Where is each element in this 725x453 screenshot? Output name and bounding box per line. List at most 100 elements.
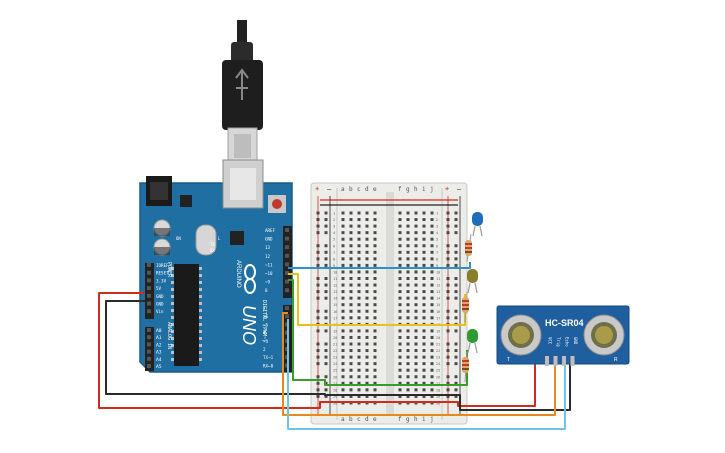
breadboard-hole[interactable]: [341, 355, 345, 359]
rail-hole[interactable]: [316, 211, 320, 215]
rail-hole[interactable]: [324, 388, 328, 392]
breadboard-hole[interactable]: [398, 355, 402, 359]
breadboard-hole[interactable]: [373, 329, 377, 333]
breadboard-hole[interactable]: [430, 342, 434, 346]
rail-hole[interactable]: [454, 263, 458, 267]
breadboard-hole[interactable]: [365, 349, 369, 353]
rail-hole[interactable]: [446, 355, 450, 359]
breadboard-hole[interactable]: [357, 394, 361, 398]
breadboard-hole[interactable]: [349, 335, 353, 339]
breadboard-hole[interactable]: [341, 349, 345, 353]
rail-hole[interactable]: [316, 290, 320, 294]
breadboard-hole[interactable]: [422, 355, 426, 359]
breadboard-hole[interactable]: [406, 296, 410, 300]
breadboard-hole[interactable]: [341, 316, 345, 320]
breadboard-hole[interactable]: [398, 342, 402, 346]
breadboard-hole[interactable]: [373, 237, 377, 241]
breadboard-hole[interactable]: [406, 309, 410, 313]
breadboard-hole[interactable]: [398, 231, 402, 235]
breadboard-hole[interactable]: [406, 303, 410, 307]
breadboard-hole[interactable]: [406, 355, 410, 359]
rail-hole[interactable]: [446, 329, 450, 333]
header-pin[interactable]: [147, 356, 151, 361]
rail-hole[interactable]: [316, 309, 320, 313]
breadboard-hole[interactable]: [430, 277, 434, 280]
breadboard-hole[interactable]: [357, 244, 361, 248]
breadboard-hole[interactable]: [341, 381, 345, 385]
breadboard-hole[interactable]: [373, 342, 377, 346]
led-blue[interactable]: [472, 212, 483, 237]
rail-hole[interactable]: [324, 277, 328, 280]
breadboard-hole[interactable]: [373, 218, 377, 222]
rail-hole[interactable]: [324, 375, 328, 379]
breadboard-hole[interactable]: [357, 231, 361, 235]
rail-hole[interactable]: [454, 342, 458, 346]
breadboard-hole[interactable]: [349, 290, 353, 294]
breadboard-hole[interactable]: [349, 368, 353, 372]
breadboard-hole[interactable]: [349, 394, 353, 398]
breadboard-hole[interactable]: [357, 355, 361, 359]
breadboard-hole[interactable]: [414, 283, 418, 287]
breadboard-hole[interactable]: [349, 316, 353, 320]
breadboard-hole[interactable]: [365, 290, 369, 294]
header-pin[interactable]: [285, 314, 289, 319]
breadboard-hole[interactable]: [398, 394, 402, 398]
breadboard-hole[interactable]: [414, 368, 418, 372]
breadboard-hole[interactable]: [349, 231, 353, 235]
breadboard-hole[interactable]: [398, 296, 402, 300]
rail-hole[interactable]: [316, 263, 320, 267]
breadboard-hole[interactable]: [373, 244, 377, 248]
breadboard-hole[interactable]: [365, 211, 369, 215]
breadboard-hole[interactable]: [357, 237, 361, 241]
breadboard-hole[interactable]: [430, 316, 434, 320]
rail-hole[interactable]: [324, 355, 328, 359]
breadboard-hole[interactable]: [365, 329, 369, 333]
header-pin[interactable]: [147, 278, 151, 283]
breadboard-hole[interactable]: [349, 218, 353, 222]
breadboard-hole[interactable]: [430, 355, 434, 359]
breadboard-hole[interactable]: [430, 296, 434, 300]
breadboard-hole[interactable]: [398, 335, 402, 339]
breadboard-hole[interactable]: [357, 277, 361, 280]
breadboard-hole[interactable]: [365, 296, 369, 300]
rail-hole[interactable]: [446, 296, 450, 300]
breadboard-hole[interactable]: [422, 270, 426, 274]
breadboard-hole[interactable]: [349, 237, 353, 241]
breadboard-hole[interactable]: [430, 309, 434, 313]
breadboard-hole[interactable]: [341, 237, 345, 241]
breadboard-hole[interactable]: [341, 368, 345, 372]
breadboard-hole[interactable]: [422, 277, 426, 280]
header-pin[interactable]: [147, 342, 151, 347]
breadboard-hole[interactable]: [414, 349, 418, 353]
breadboard-hole[interactable]: [422, 218, 426, 222]
rail-hole[interactable]: [316, 381, 320, 385]
rail-hole[interactable]: [446, 290, 450, 294]
breadboard-hole[interactable]: [373, 355, 377, 359]
breadboard-hole[interactable]: [398, 388, 402, 392]
breadboard-hole[interactable]: [357, 257, 361, 261]
breadboard-hole[interactable]: [422, 375, 426, 379]
breadboard-hole[interactable]: [373, 316, 377, 320]
breadboard-hole[interactable]: [398, 349, 402, 353]
rail-hole[interactable]: [324, 244, 328, 248]
rail-hole[interactable]: [324, 283, 328, 287]
rail-hole[interactable]: [454, 244, 458, 248]
breadboard-hole[interactable]: [406, 270, 410, 274]
rail-hole[interactable]: [446, 218, 450, 222]
rail-hole[interactable]: [454, 283, 458, 287]
rail-hole[interactable]: [454, 296, 458, 300]
breadboard-hole[interactable]: [422, 296, 426, 300]
breadboard-hole[interactable]: [406, 257, 410, 261]
breadboard-hole[interactable]: [357, 263, 361, 267]
breadboard-hole[interactable]: [349, 250, 353, 254]
breadboard-hole[interactable]: [406, 375, 410, 379]
header-pin[interactable]: [147, 301, 151, 306]
breadboard-hole[interactable]: [373, 303, 377, 307]
rail-hole[interactable]: [454, 277, 458, 280]
breadboard-hole[interactable]: [414, 237, 418, 241]
breadboard-hole[interactable]: [373, 211, 377, 215]
breadboard-hole[interactable]: [406, 244, 410, 248]
breadboard-hole[interactable]: [341, 296, 345, 300]
breadboard-hole[interactable]: [406, 263, 410, 267]
